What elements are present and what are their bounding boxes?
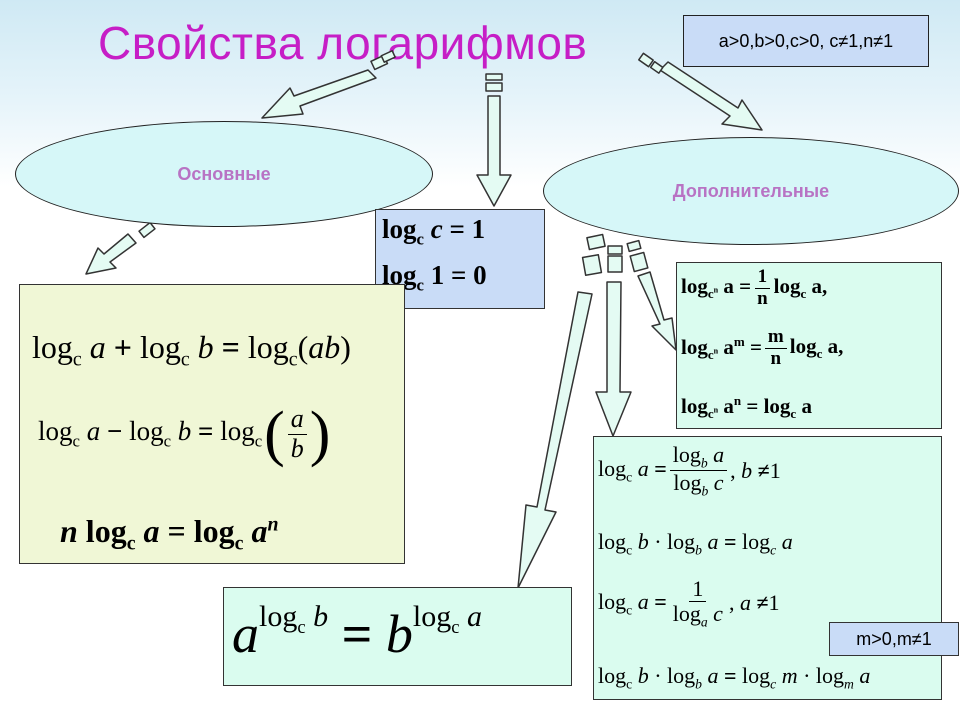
arrow-to-center — [476, 95, 512, 207]
formula-base-power-3: logcn an = logc a — [681, 393, 812, 422]
arrow-to-power — [517, 291, 593, 589]
ellipse-basic: Основные — [15, 121, 433, 227]
power-formula-box: alogc b = blogc a — [223, 587, 572, 686]
formula-sum: logc a + logc b = logc(ab) — [32, 329, 351, 371]
page-title: Свойства логарифмов — [98, 17, 588, 69]
formula-log-c-1: logc 1 = 0 — [382, 260, 487, 295]
m-condition-box: m>0,m≠1 — [829, 622, 959, 656]
basic-formula-box: logc a + logc b = logc(ab) logc a − logc… — [19, 284, 405, 564]
arrow-to-additional — [659, 61, 763, 131]
arrow-basic-to-box — [85, 233, 137, 275]
formula-chain-1: logc b · logb a = logc a — [598, 529, 793, 558]
formula-power-swap: alogc b = blogc a — [232, 600, 482, 664]
conditions-box: a>0,b>0,c>0, c≠1,n≠1 — [683, 15, 929, 67]
formula-log-c-c: logc c = 1 — [382, 214, 486, 249]
arrow-to-top-right — [637, 271, 677, 351]
ellipse-additional: Дополнительные — [543, 137, 959, 245]
formula-chain-2: logc b · logb a = logc m · logm a — [598, 663, 871, 692]
arrow-to-bottom-right — [595, 281, 632, 437]
formula-power-rule: n logc a = logc an — [60, 513, 279, 555]
arrow-to-basic — [261, 69, 377, 119]
